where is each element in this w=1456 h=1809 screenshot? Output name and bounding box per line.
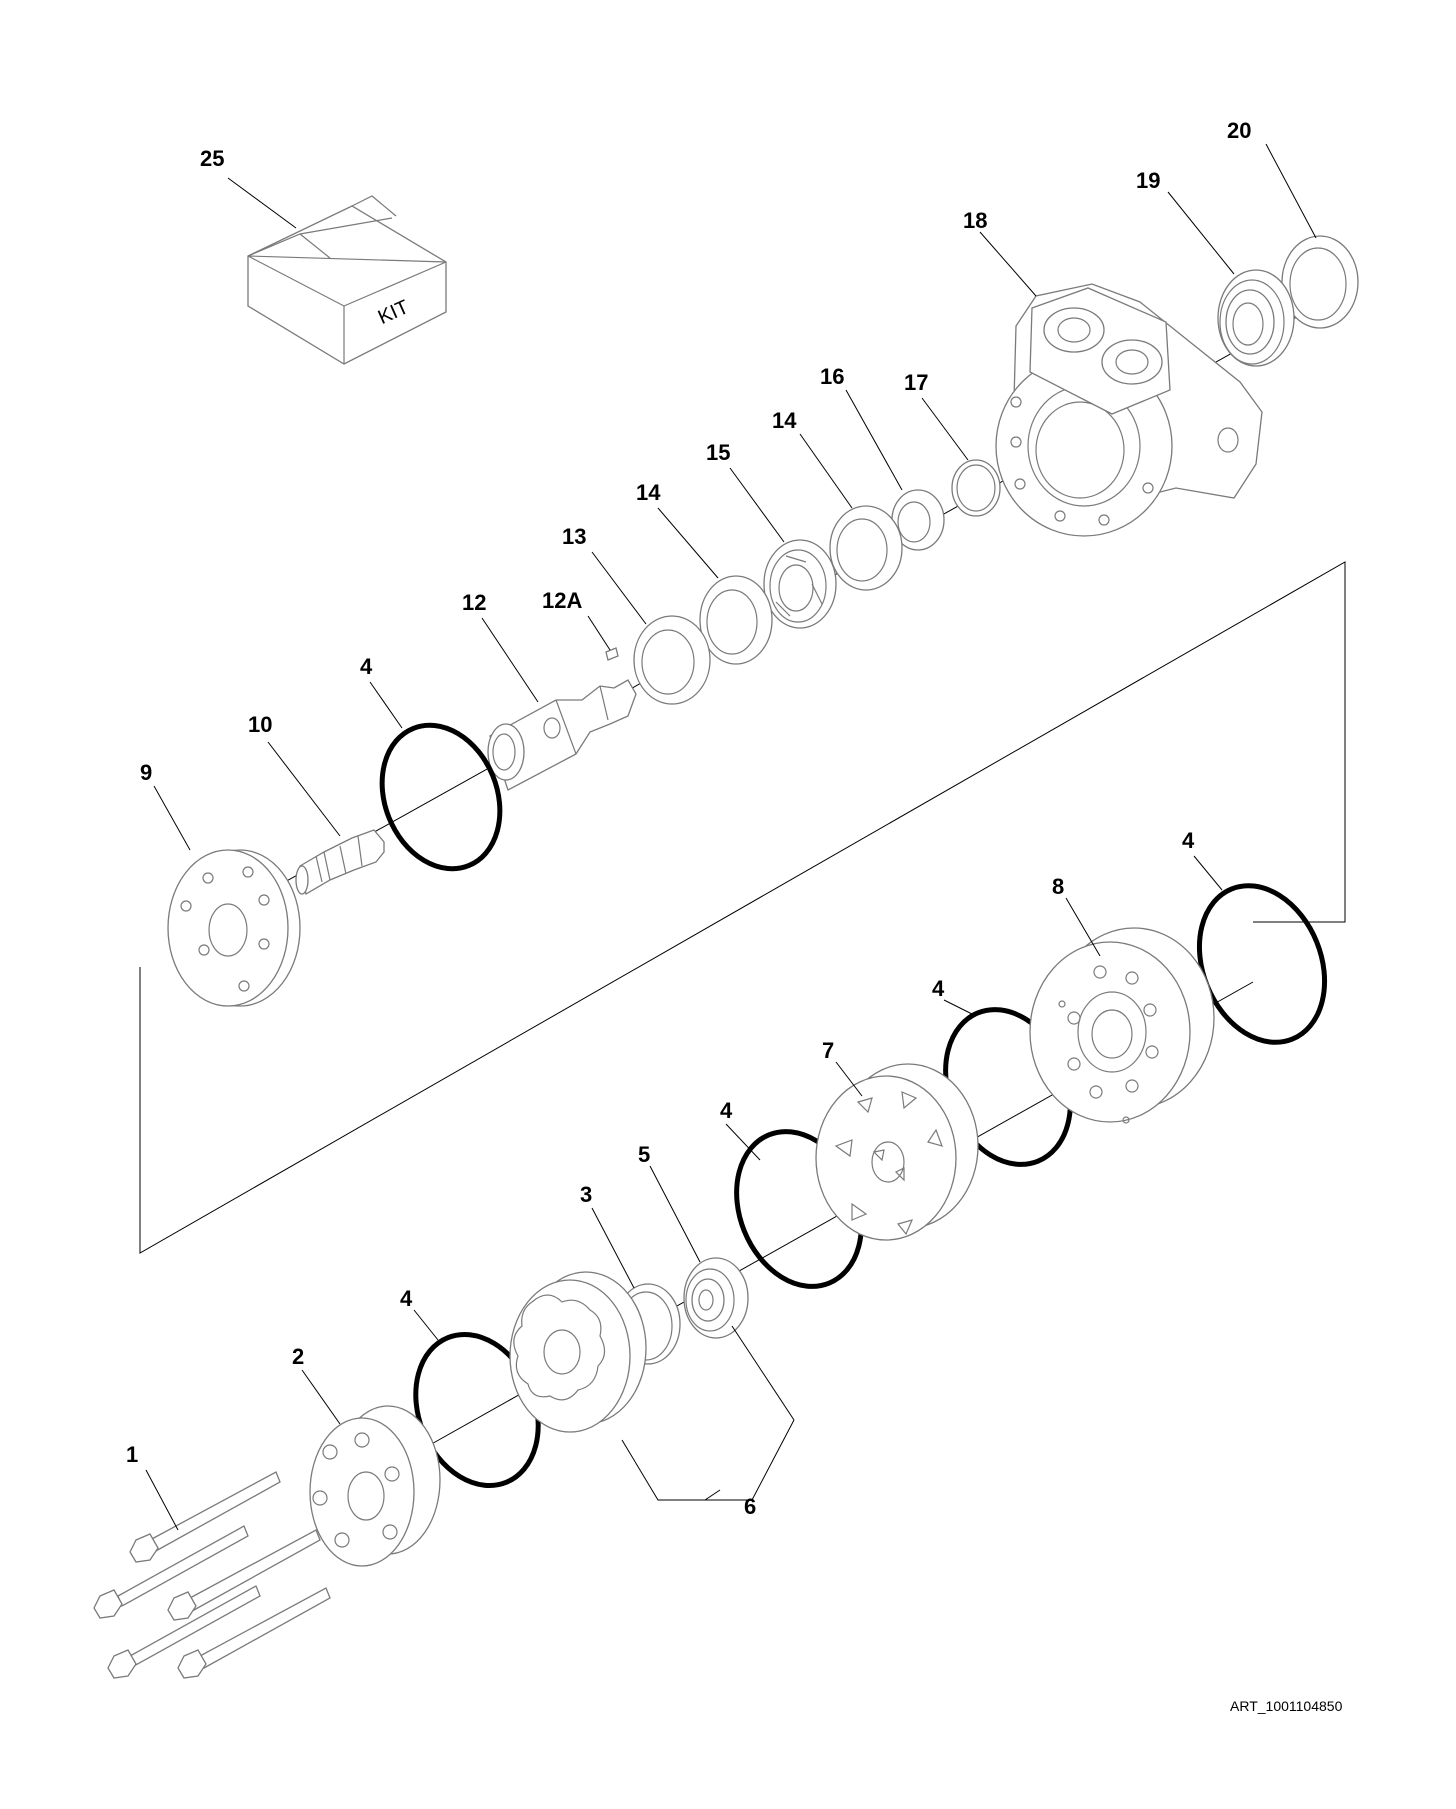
part-14-race-lower: [699, 575, 773, 665]
leader-14a: [799, 433, 853, 509]
leader-25: [227, 177, 297, 229]
callout-6: 6: [744, 1494, 756, 1519]
leader-14b: [657, 507, 719, 579]
leader-13: [591, 551, 647, 625]
callout-15: 15: [706, 440, 730, 465]
callout-16: 16: [820, 364, 844, 389]
leader-4-mid-right: [943, 999, 973, 1015]
leader-4-bottom: [413, 1309, 439, 1341]
leader-15: [729, 467, 785, 543]
leader-5: [649, 1165, 701, 1263]
callout-4-right: 4: [1182, 828, 1195, 853]
callout-25: 25: [200, 146, 224, 171]
callout-4-top: 4: [360, 654, 373, 679]
callout-5: 5: [638, 1142, 650, 1167]
callout-3: 3: [580, 1182, 592, 1207]
leader-2: [301, 1369, 341, 1425]
callout-20: 20: [1227, 118, 1251, 143]
leader-18: [979, 231, 1037, 297]
kit-box: KIT: [247, 195, 447, 365]
callout-4-mid-right: 4: [932, 976, 945, 1001]
callout-18: 18: [963, 208, 987, 233]
leader-10: [267, 741, 341, 837]
leader-4-right: [1193, 855, 1223, 891]
callout-19: 19: [1136, 168, 1160, 193]
leader-12a: [587, 615, 611, 651]
part-1-bolts: [93, 1471, 331, 1679]
part-7-valve-plate: [815, 1063, 979, 1241]
part-17-ring: [951, 459, 1001, 517]
callout-9: 9: [140, 760, 152, 785]
leader-4-top: [369, 681, 403, 729]
callout-2: 2: [292, 1344, 304, 1369]
part-14-race-upper: [829, 505, 903, 591]
leader-8: [1065, 897, 1101, 957]
leader-12: [481, 617, 539, 703]
leader-9: [153, 785, 191, 851]
callout-17: 17: [904, 370, 928, 395]
callout-13: 13: [562, 524, 586, 549]
leader-20: [1265, 143, 1317, 239]
part-18-housing: [995, 283, 1263, 537]
leader-6-stem: [704, 1489, 721, 1501]
leader-7: [835, 1061, 863, 1097]
leader-6-link: [731, 1325, 795, 1421]
part-5-seal: [683, 1257, 749, 1339]
part-19-bearing: [1217, 269, 1295, 367]
callout-8: 8: [1052, 874, 1064, 899]
callout-14b: 14: [636, 480, 661, 505]
callout-12: 12: [462, 590, 486, 615]
callout-12a: 12A: [542, 588, 582, 613]
part-6-gerotor: [509, 1271, 647, 1433]
part-15-thrust-bearing: [763, 539, 837, 629]
leader-3: [591, 1207, 635, 1289]
callout-4-bottom: 4: [400, 1286, 413, 1311]
callout-4-mid: 4: [720, 1098, 733, 1123]
leader-4-mid: [725, 1123, 761, 1161]
part-10-drive-shaft: [295, 829, 385, 896]
part-9-wear-plate: [167, 849, 301, 1007]
leader-17: [921, 397, 969, 461]
callout-7: 7: [822, 1038, 834, 1063]
assembly-frame-line: [139, 561, 1346, 1254]
leader-16: [845, 389, 903, 491]
part-13-seal: [633, 615, 711, 705]
callout-1: 1: [126, 1442, 138, 1467]
leader-6: [621, 1419, 795, 1501]
leader-19: [1167, 191, 1235, 275]
part-4-o-ring-top: [379, 722, 503, 872]
callout-14a: 14: [772, 408, 797, 433]
callout-10: 10: [248, 712, 272, 737]
part-12-output-shaft: [487, 679, 637, 791]
part-2-end-cap: [309, 1405, 441, 1567]
part-12a-key: [605, 647, 619, 661]
part-8-valve: [1029, 927, 1215, 1124]
art-reference: ART_1001104850: [1230, 1698, 1343, 1714]
leader-1: [145, 1469, 179, 1531]
